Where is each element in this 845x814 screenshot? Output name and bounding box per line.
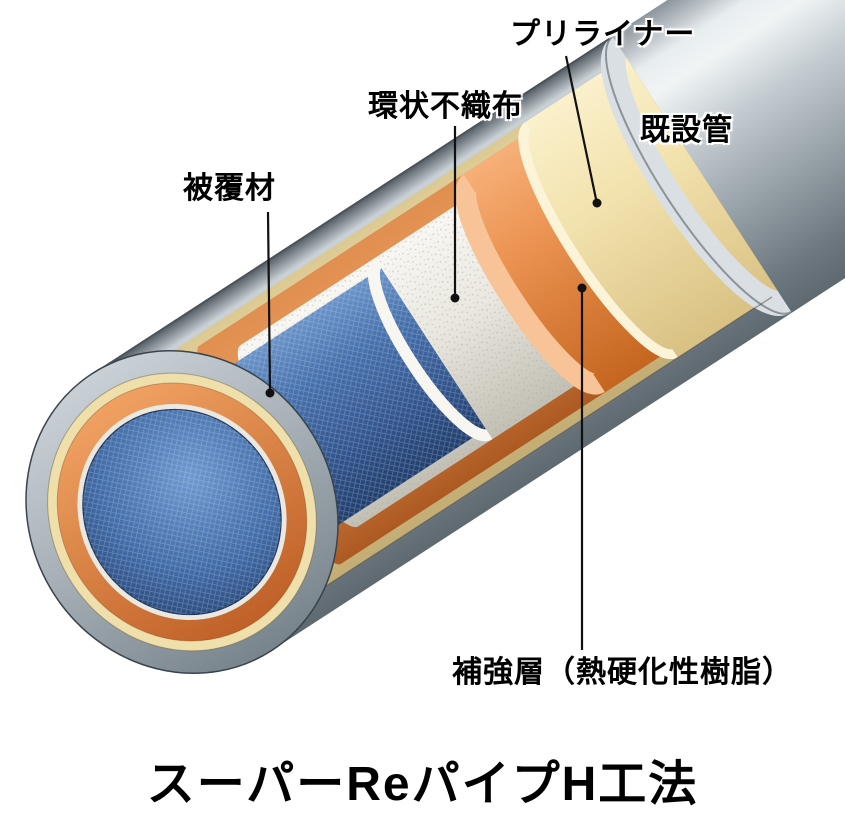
label-reinforcement: 補強層（熱硬化性樹脂） [452, 656, 793, 689]
label-nonwoven: 環状不織布 [368, 90, 523, 123]
leader-line-preliner [564, 55, 598, 200]
diagram-title: スーパーReパイプH工法 [146, 758, 699, 811]
existing-pipe-cut-edge [604, 35, 792, 315]
cut-edge-bottom [321, 296, 773, 591]
existing-pipe-cut-rim [600, 36, 792, 316]
face-covering-texture [82, 409, 282, 615]
label-covering: 被覆材 [183, 172, 276, 205]
leader-dot-covering [265, 388, 275, 398]
leader-dot-nonwoven [450, 293, 460, 303]
pipe-face [25, 349, 339, 675]
pipe-assembly [25, 0, 845, 675]
reinforcement-outer-surface [459, 130, 673, 394]
leader-dot-preliner [592, 198, 602, 208]
leader-line-covering [266, 211, 272, 391]
leader-dots [265, 198, 602, 398]
label-existing-pipe: 既設管 [640, 114, 733, 147]
label-preliner: プリライナー [510, 18, 696, 51]
preliner-cut-rim [518, 122, 678, 360]
nonwoven-cut-rim [367, 258, 493, 442]
preliner-outer-surface [520, 56, 779, 359]
leader-lines [266, 55, 598, 650]
cut-edge-top [102, 38, 610, 369]
leader-dot-reinforcement [577, 283, 587, 293]
